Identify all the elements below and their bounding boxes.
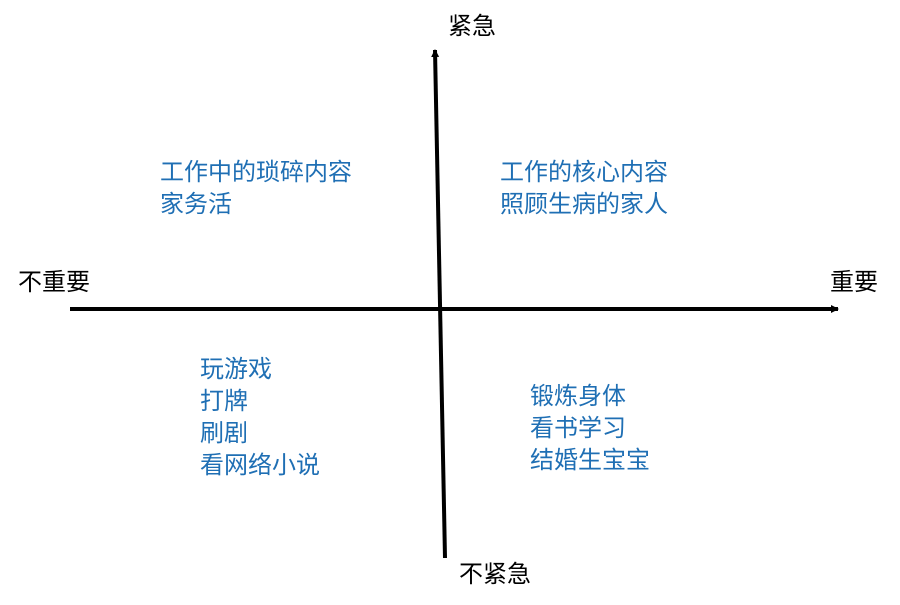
- list-item: 锻炼身体: [530, 382, 626, 410]
- list-item: 玩游戏: [200, 355, 272, 383]
- list-item: 家务活: [160, 190, 232, 218]
- list-item: 工作中的琐碎内容: [160, 158, 352, 186]
- axis-label-important: 重要: [830, 268, 878, 296]
- list-item: 照顾生病的家人: [500, 190, 668, 218]
- vertical-axis-arrow: [431, 49, 447, 559]
- quadrant-urgent-important: 工作的核心内容 照顾生病的家人: [500, 156, 668, 220]
- list-item: 打牌: [200, 387, 248, 415]
- list-item: 结婚生宝宝: [530, 446, 650, 474]
- list-item: 看网络小说: [200, 451, 320, 479]
- axis-label-not-important: 不重要: [18, 268, 90, 296]
- axis-label-not-urgent: 不紧急: [459, 560, 531, 588]
- list-item: 看书学习: [530, 414, 626, 442]
- list-item: 工作的核心内容: [500, 158, 668, 186]
- quadrant-not-urgent-important: 锻炼身体 看书学习 结婚生宝宝: [530, 380, 650, 476]
- quadrant-urgent-not-important: 工作中的琐碎内容 家务活: [160, 156, 352, 220]
- axis-label-urgent: 紧急: [448, 12, 496, 40]
- quadrant-not-urgent-not-important: 玩游戏 打牌 刷剧 看网络小说: [200, 353, 320, 481]
- list-item: 刷剧: [200, 419, 248, 447]
